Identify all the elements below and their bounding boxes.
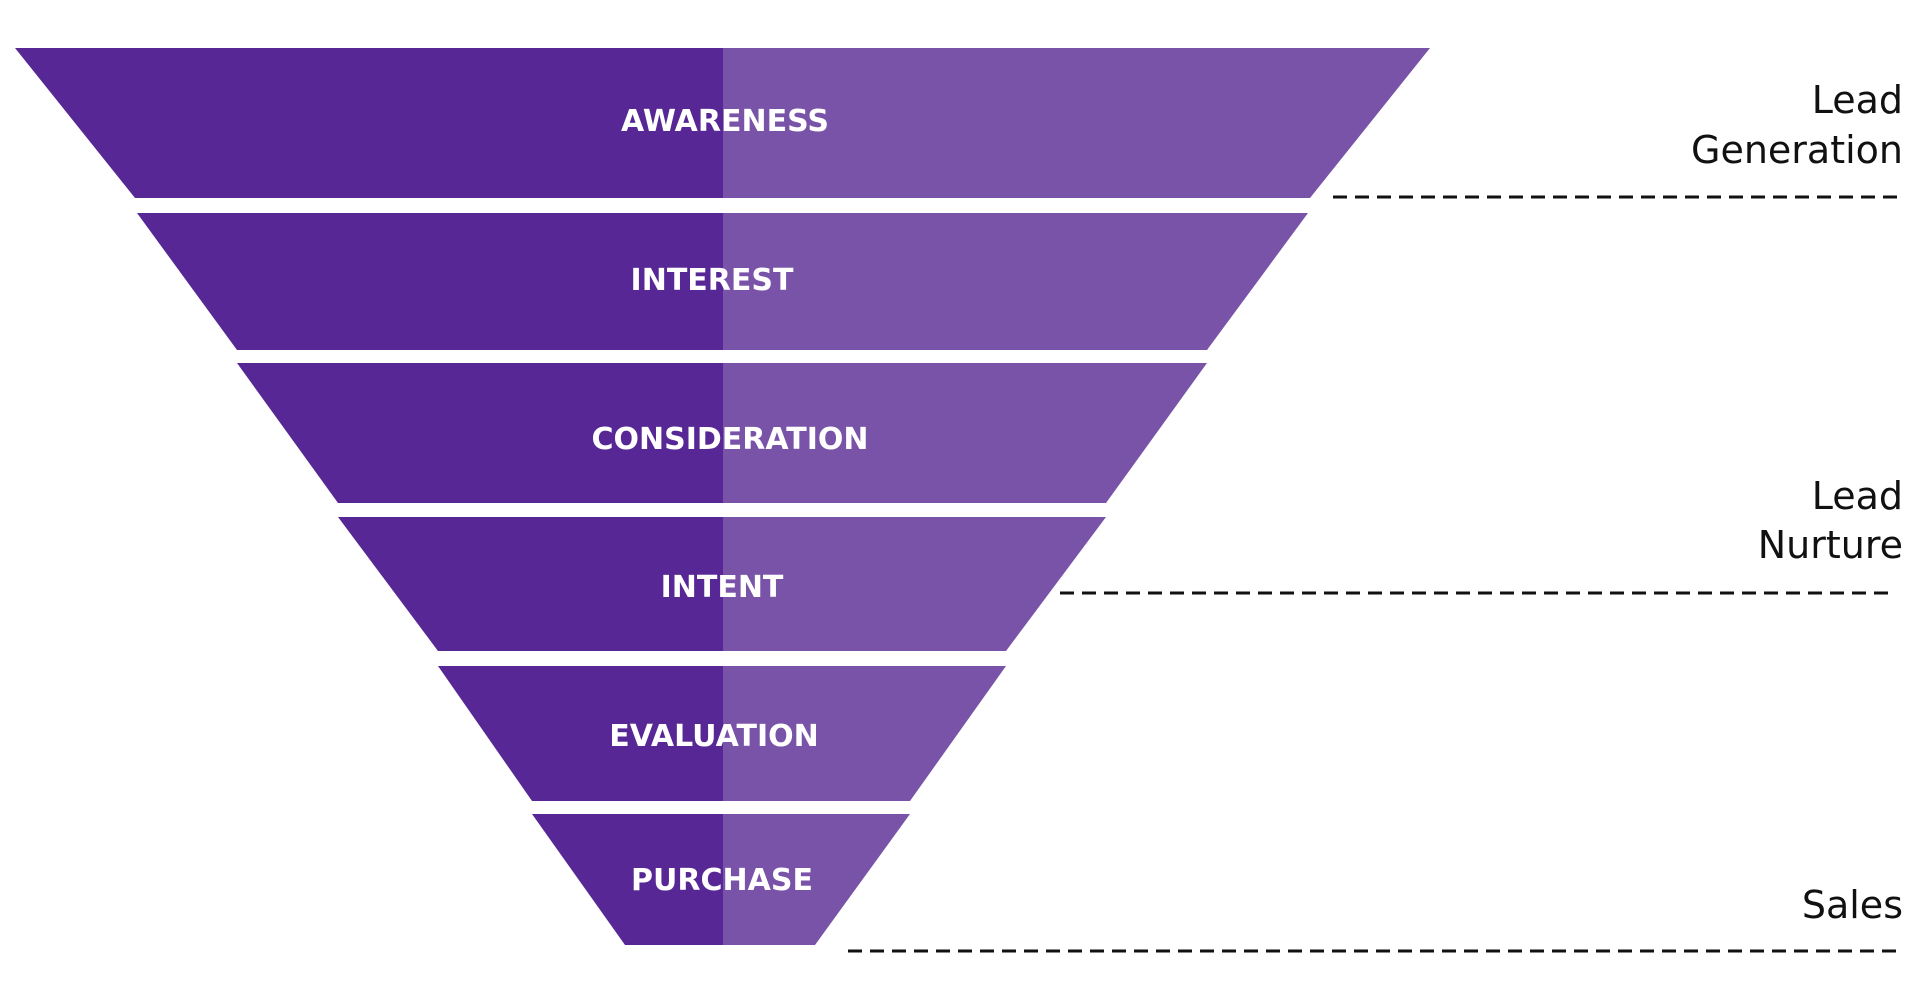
funnel-stage-evaluation: EVALUATION: [438, 666, 1006, 801]
stage-label: EVALUATION: [609, 719, 819, 754]
stage-label: PURCHASE: [631, 863, 813, 898]
group-label-line2: Nurture: [1758, 523, 1903, 567]
stage-label: CONSIDERATION: [591, 422, 868, 457]
stage-label: INTENT: [661, 570, 784, 605]
stage-left-half: [137, 213, 723, 350]
stage-right-half: [723, 666, 1006, 801]
funnel-stage-purchase: PURCHASE: [532, 814, 910, 945]
funnel-stage-awareness: AWARENESS: [15, 48, 1430, 198]
group-label-line1: Lead: [1812, 474, 1903, 518]
group-label-line1: Sales: [1802, 883, 1903, 927]
stage-left-half: [532, 814, 723, 945]
stage-right-half: [723, 814, 910, 945]
group-label-line1: Lead: [1812, 78, 1903, 122]
group-lead-nurture: Lead Nurture: [1060, 474, 1903, 595]
group-lead-generation: Lead Generation: [1333, 78, 1903, 199]
funnel-stage-intent: INTENT: [338, 517, 1106, 651]
group-sales: Sales: [848, 883, 1903, 953]
stage-left-half: [338, 517, 723, 651]
stage-label: AWARENESS: [621, 104, 829, 139]
group-label-line2: Generation: [1691, 128, 1903, 172]
stage-left-half: [15, 48, 723, 198]
stage-right-half: [723, 48, 1430, 198]
stage-right-half: [723, 213, 1308, 350]
stage-right-half: [723, 517, 1106, 651]
stage-label: INTEREST: [631, 263, 794, 298]
funnel-stage-interest: INTEREST: [137, 213, 1308, 350]
funnel-stage-consideration: CONSIDERATION: [237, 363, 1207, 503]
